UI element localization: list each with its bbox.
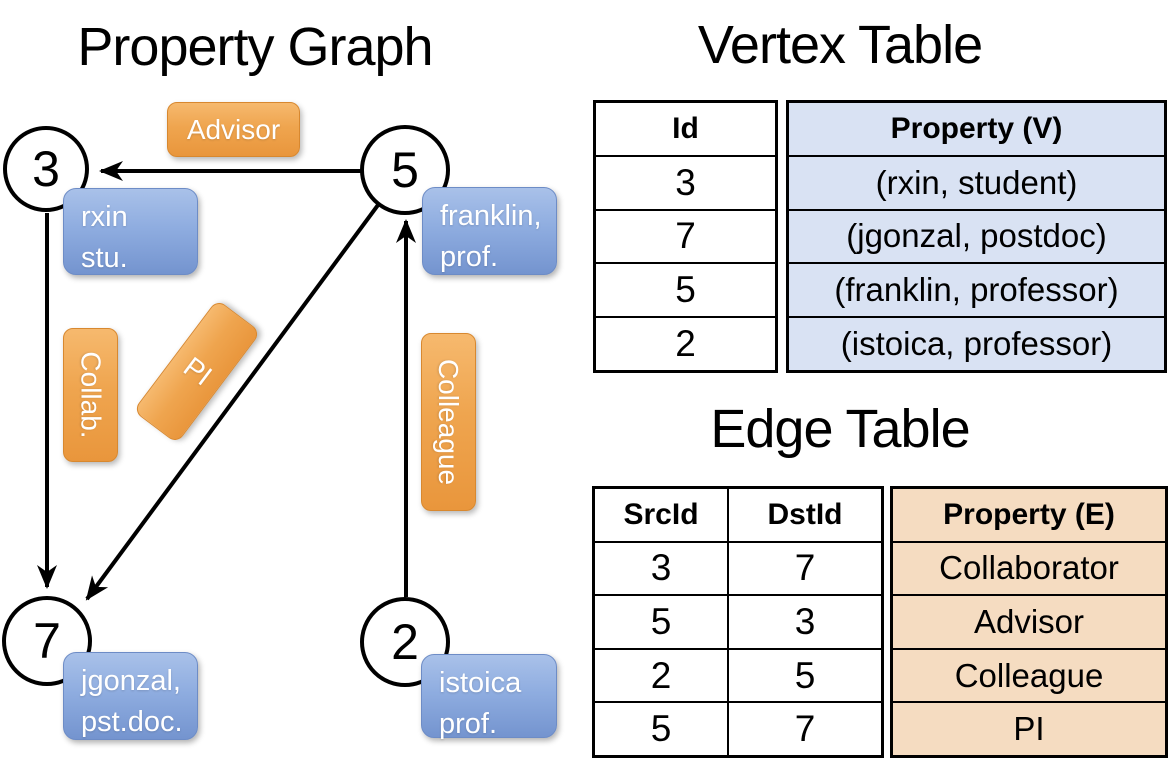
edge-label-text: Collab. <box>75 351 107 439</box>
node-id-label: 3 <box>32 141 60 197</box>
edge-table-header-dstid: DstId <box>767 497 843 531</box>
vertex-table-property-cell: (rxin, student) <box>789 154 1164 209</box>
vertex-table-id-cell: 5 <box>596 262 775 316</box>
vertex-table-id-cell: 7 <box>596 208 775 263</box>
edge-table-src-cell: 5 <box>595 596 729 648</box>
vertex-table-property-column: Property (V) (rxin, student) (jgonzal, p… <box>786 100 1167 373</box>
edge-table-header-row: SrcId DstId <box>595 489 881 541</box>
vertex-property-box-franklin: franklin, prof. <box>422 187 557 275</box>
edge-table-id-columns: SrcId DstId 3 7 5 3 2 5 5 7 <box>592 486 884 758</box>
edge-label-colleague: Colleague <box>421 333 476 511</box>
edge-table-property-cell: Advisor <box>893 594 1165 648</box>
edge-label-text: Colleague <box>433 358 465 486</box>
vertex-property-line: rxin <box>81 201 128 233</box>
vertex-table-property-cell: (jgonzal, postdoc) <box>789 208 1164 263</box>
edge-table-dst-cell: 7 <box>794 547 816 589</box>
edge-table-header-srcid: SrcId <box>595 489 729 541</box>
edge-table-header-property: Property (E) <box>943 497 1115 531</box>
vertex-property-line: prof. <box>440 241 499 273</box>
edge-table-row: 5 3 <box>595 594 881 648</box>
vertex-property-line: prof. <box>439 708 498 740</box>
vertex-table-header-property: Property (V) <box>890 111 1063 145</box>
vertex-property-line: jgonzal, <box>81 665 181 697</box>
vertex-table-id-cell: 2 <box>596 316 775 370</box>
vertex-table-property-cell: (franklin, professor) <box>789 262 1164 316</box>
vertex-property-line: istoica <box>439 667 522 699</box>
edge-label-text: Advisor <box>186 113 281 145</box>
node-id-label: 5 <box>391 142 419 198</box>
vertex-property-box-jgonzal: jgonzal, pst.doc. <box>63 652 198 740</box>
edge-table-dst-cell: 7 <box>794 708 816 750</box>
edge-table-row: 5 7 <box>595 701 881 755</box>
edge-table-dst-cell: 5 <box>794 654 816 696</box>
vertex-table-id-cell: 3 <box>596 154 775 209</box>
node-id-label: 7 <box>33 613 61 669</box>
vertex-table-property-cell: (istoica, professor) <box>789 316 1164 370</box>
edge-table-dst-cell: 3 <box>794 600 816 642</box>
edge-5-7-pi-arrow <box>85 203 380 601</box>
node-id-label: 2 <box>391 614 419 670</box>
vertex-table-header-id: Id <box>672 111 699 145</box>
vertex-property-box-rxin: rxin stu. <box>63 188 198 275</box>
vertex-table-id-column: Id 3 7 5 2 <box>593 100 778 373</box>
edge-label-collab: Collab. <box>63 328 118 462</box>
vertex-property-box-istoica: istoica prof. <box>421 654 557 740</box>
vertex-property-line: franklin, <box>440 200 542 232</box>
vertex-table-title: Vertex Table <box>697 15 983 75</box>
edge-label-advisor: Advisor <box>167 102 300 157</box>
edge-table-row: 3 7 <box>595 540 881 595</box>
edge-table-title: Edge Table <box>710 399 970 459</box>
edge-table-property-cell: PI <box>893 701 1165 755</box>
edge-label-text: PI <box>177 350 218 392</box>
edge-table-src-cell: 2 <box>595 649 729 702</box>
graph-node-5: 5 <box>360 125 450 215</box>
property-graph-title: Property Graph <box>77 17 433 77</box>
vertex-property-line: stu. <box>81 242 128 274</box>
graph-node-2: 2 <box>360 597 450 687</box>
edge-table-src-cell: 3 <box>595 542 729 595</box>
edge-table-property-cell: Collaborator <box>893 540 1165 595</box>
edge-table-property-cell: Colleague <box>893 647 1165 702</box>
edge-table-src-cell: 5 <box>595 703 729 755</box>
vertex-property-line: pst.doc. <box>81 706 183 738</box>
edge-table-property-column: Property (E) Collaborator Advisor Collea… <box>890 486 1168 758</box>
graph-edges-layer <box>37 161 416 601</box>
edge-table-row: 2 5 <box>595 647 881 702</box>
